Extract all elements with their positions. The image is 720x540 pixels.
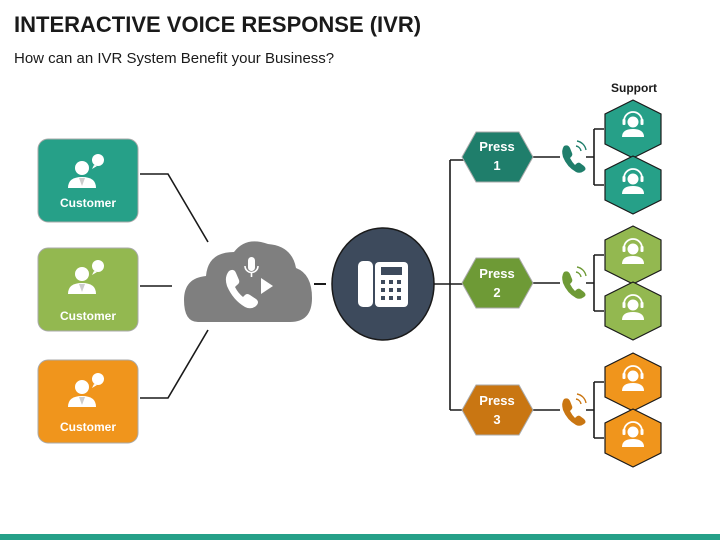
customer-card-2: Customer [37, 247, 139, 332]
press-number: 1 [493, 158, 500, 173]
support-agent-3b [604, 408, 662, 468]
option-support-connectors [531, 128, 604, 439]
support-agent-3a [604, 352, 662, 412]
customer-label: Customer [60, 420, 116, 434]
bottom-accent-bar [0, 534, 720, 540]
support-label: Support [611, 81, 657, 95]
customer-connectors [140, 173, 209, 399]
phone-branch-connector [434, 159, 464, 411]
press-number: 2 [493, 285, 500, 300]
press-number: 3 [493, 412, 500, 427]
page-title: INTERACTIVE VOICE RESPONSE (IVR) [14, 12, 422, 37]
support-agent-1a [604, 99, 662, 159]
support-agent-1b [604, 155, 662, 215]
customer-card-3: Customer [37, 359, 139, 444]
ivr-cloud [184, 241, 312, 322]
press-option-3: Press 3 [461, 384, 534, 436]
press-option-1: Press 1 [461, 131, 534, 183]
support-agent-2a [604, 225, 662, 285]
customer-label: Customer [60, 196, 116, 210]
ivr-phone-hub [331, 227, 435, 341]
press-label: Press [479, 266, 514, 281]
press-label: Press [479, 139, 514, 154]
ringing-phone-icon [562, 266, 587, 299]
customer-label: Customer [60, 309, 116, 323]
press-option-2: Press 2 [461, 257, 534, 309]
ringing-phone-icon [562, 140, 587, 173]
ringing-phone-icon [562, 393, 587, 426]
customer-card-1: Customer [37, 138, 139, 223]
page-subtitle: How can an IVR System Benefit your Busin… [14, 50, 335, 67]
support-agent-2b [604, 281, 662, 341]
desk-phone-icon [358, 261, 408, 307]
phone-mic-play-icon [225, 257, 273, 309]
press-label: Press [479, 393, 514, 408]
